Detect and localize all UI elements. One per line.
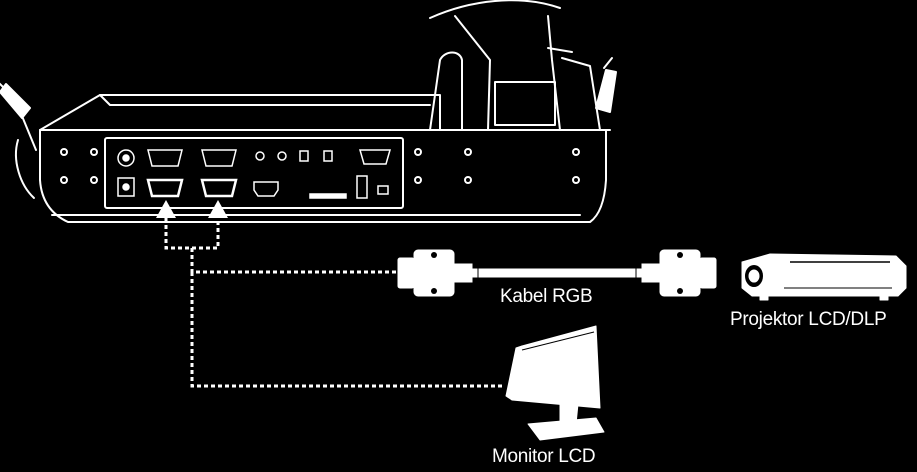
io-panel-ports: [117, 149, 391, 199]
connection-lines: [164, 218, 505, 388]
lcd-monitor-icon: [505, 325, 605, 441]
monitor-label: Monitor LCD: [492, 446, 596, 467]
arrow-up-icon: [156, 200, 176, 218]
vga-cable-icon: [397, 249, 717, 297]
document-camera-icon: [0, 0, 617, 223]
projector-icon: [741, 253, 907, 301]
arrow-up-icon: [208, 200, 228, 218]
cable-label: Kabel RGB: [500, 286, 593, 307]
projector-label: Projektor LCD/DLP: [730, 309, 887, 330]
output-arrows: [156, 200, 228, 218]
